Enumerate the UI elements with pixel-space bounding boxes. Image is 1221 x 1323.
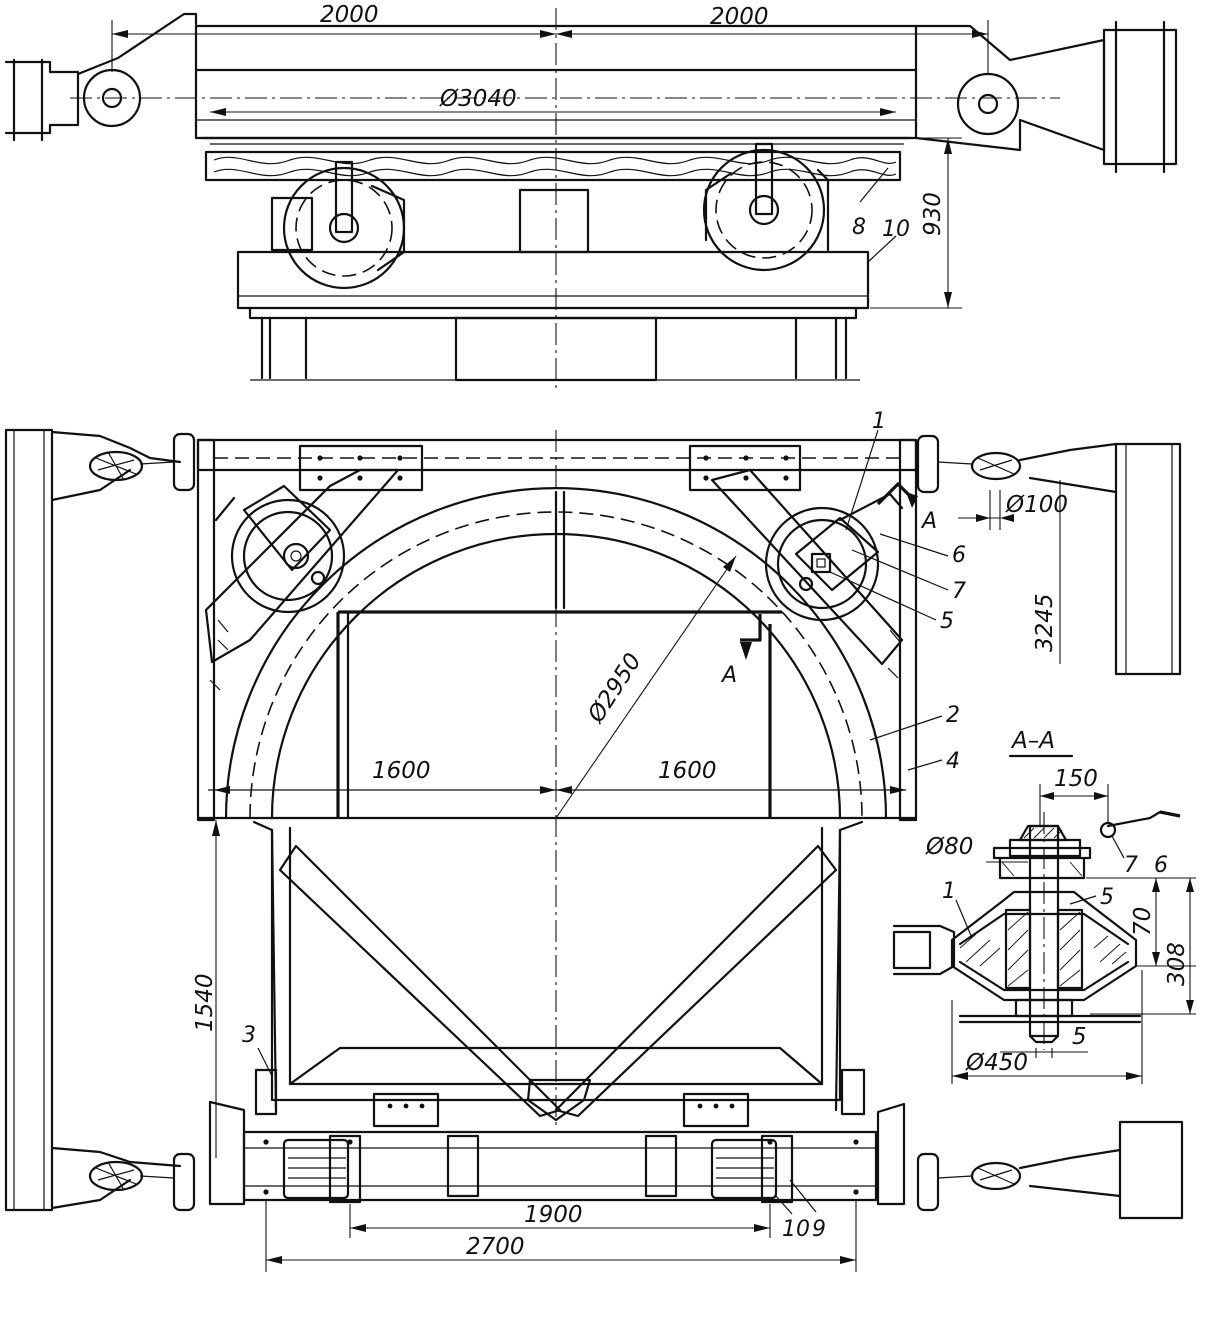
anchor-lower-right <box>916 1152 1022 1212</box>
dim-diameter-3040: Ø3040 <box>439 86 517 112</box>
dim-diameter-2950: Ø2950 <box>583 649 647 728</box>
dim-height-930: 930 <box>920 192 946 236</box>
callout-5: 5 <box>940 609 954 634</box>
anchor-upper-right <box>916 434 1022 494</box>
callout-10-bottom: 10 <box>782 1217 810 1242</box>
callout-9: 9 <box>812 1217 826 1242</box>
section-callout-5: 5 <box>1100 885 1114 910</box>
plan-view: A A Ø2950 1600 1600 <box>4 409 1184 1272</box>
wheel-left <box>204 468 400 691</box>
callout-8: 8 <box>852 215 866 240</box>
callout-10-top: 10 <box>882 217 910 242</box>
section-a-a: A–A 150 Ø80 <box>892 728 1196 1084</box>
section-callout-6: 6 <box>1154 853 1168 878</box>
dim-plan-right-1600: 1600 <box>658 758 717 784</box>
wheel-right <box>710 468 904 679</box>
dim-section-diameter-80: Ø80 <box>925 834 973 860</box>
dim-top-left-2000: 2000 <box>320 2 379 28</box>
dim-vertical-1540: 1540 <box>192 973 218 1032</box>
dim-section-150: 150 <box>1054 766 1098 792</box>
dim-section-5: 5 <box>1072 1024 1087 1050</box>
callout-1: 1 <box>872 409 886 434</box>
dim-vertical-3245: 3245 <box>1032 593 1058 652</box>
callout-7: 7 <box>952 579 966 604</box>
callout-6: 6 <box>952 543 966 568</box>
dim-diameter-100: Ø100 <box>1005 492 1068 518</box>
dim-bottom-2700: 2700 <box>466 1234 525 1260</box>
callout-3: 3 <box>242 1023 256 1048</box>
callout-4: 4 <box>946 749 960 774</box>
dim-section-diameter-450: Ø450 <box>965 1050 1028 1076</box>
section-callout-7: 7 <box>1124 853 1138 878</box>
dim-section-308: 308 <box>1164 942 1190 986</box>
dim-plan-left-1600: 1600 <box>372 758 431 784</box>
dim-top-right-2000: 2000 <box>710 4 769 30</box>
dim-section-70: 70 <box>1130 907 1156 936</box>
callout-2: 2 <box>946 703 960 728</box>
section-callout-1: 1 <box>942 879 956 904</box>
section-title: A–A <box>1010 728 1055 754</box>
dim-bottom-1900: 1900 <box>524 1202 583 1228</box>
section-mark-a-upper: A <box>920 509 937 534</box>
elevation-view: 2000 2000 Ø3040 930 8 10 <box>4 2 1178 392</box>
section-mark-a-lower: A <box>720 663 737 688</box>
